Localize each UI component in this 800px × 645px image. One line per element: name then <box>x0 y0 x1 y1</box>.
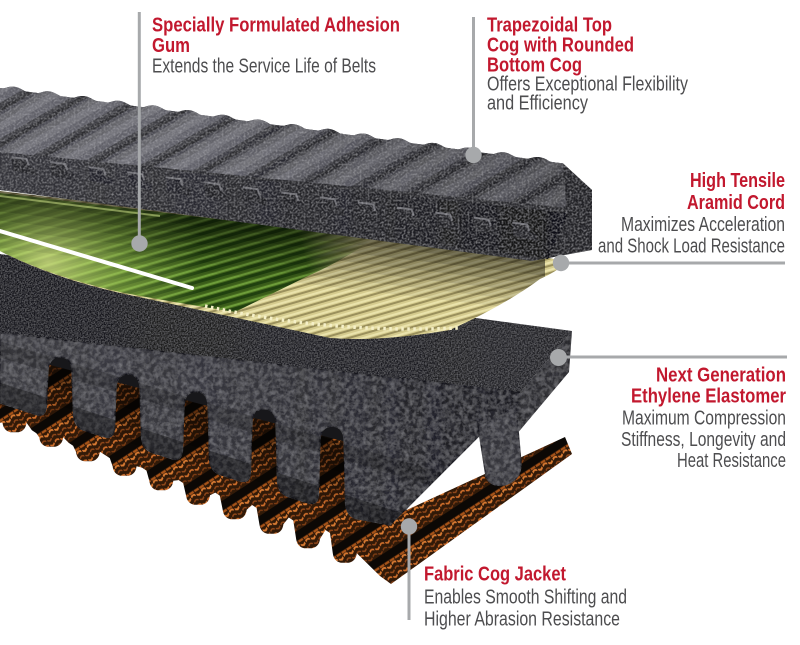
svg-text:Stiffness, Longevity and: Stiffness, Longevity and <box>621 429 786 451</box>
svg-text:and Efficiency: and Efficiency <box>487 93 588 115</box>
svg-text:Higher Abrasion Resistance: Higher Abrasion Resistance <box>424 609 620 631</box>
svg-text:Fabric Cog Jacket: Fabric Cog Jacket <box>424 564 566 586</box>
svg-text:Offers Exceptional Flexibility: Offers Exceptional Flexibility <box>487 74 688 96</box>
svg-text:Maximum Compression: Maximum Compression <box>622 408 786 430</box>
svg-text:Next Generation: Next Generation <box>656 365 786 387</box>
svg-text:Trapezoidal Top: Trapezoidal Top <box>487 15 612 37</box>
svg-text:High Tensile: High Tensile <box>690 170 785 192</box>
svg-text:Enables Smooth Shifting and: Enables Smooth Shifting and <box>424 587 627 609</box>
svg-text:Specially Formulated Adhesion: Specially Formulated Adhesion <box>152 15 400 37</box>
svg-text:Extends the Service Life of Be: Extends the Service Life of Belts <box>152 56 376 78</box>
svg-text:Maximizes Acceleration: Maximizes Acceleration <box>621 214 785 236</box>
svg-text:Cog with Rounded: Cog with Rounded <box>487 35 634 57</box>
svg-text:Ethylene Elastomer: Ethylene Elastomer <box>631 386 786 408</box>
svg-text:Bottom Cog: Bottom Cog <box>487 55 582 77</box>
svg-text:and Shock Load Resistance: and Shock Load Resistance <box>598 236 785 258</box>
svg-text:Aramid Cord: Aramid Cord <box>687 192 785 214</box>
svg-text:Heat Resistance: Heat Resistance <box>677 450 786 472</box>
svg-text:Gum: Gum <box>152 35 190 57</box>
